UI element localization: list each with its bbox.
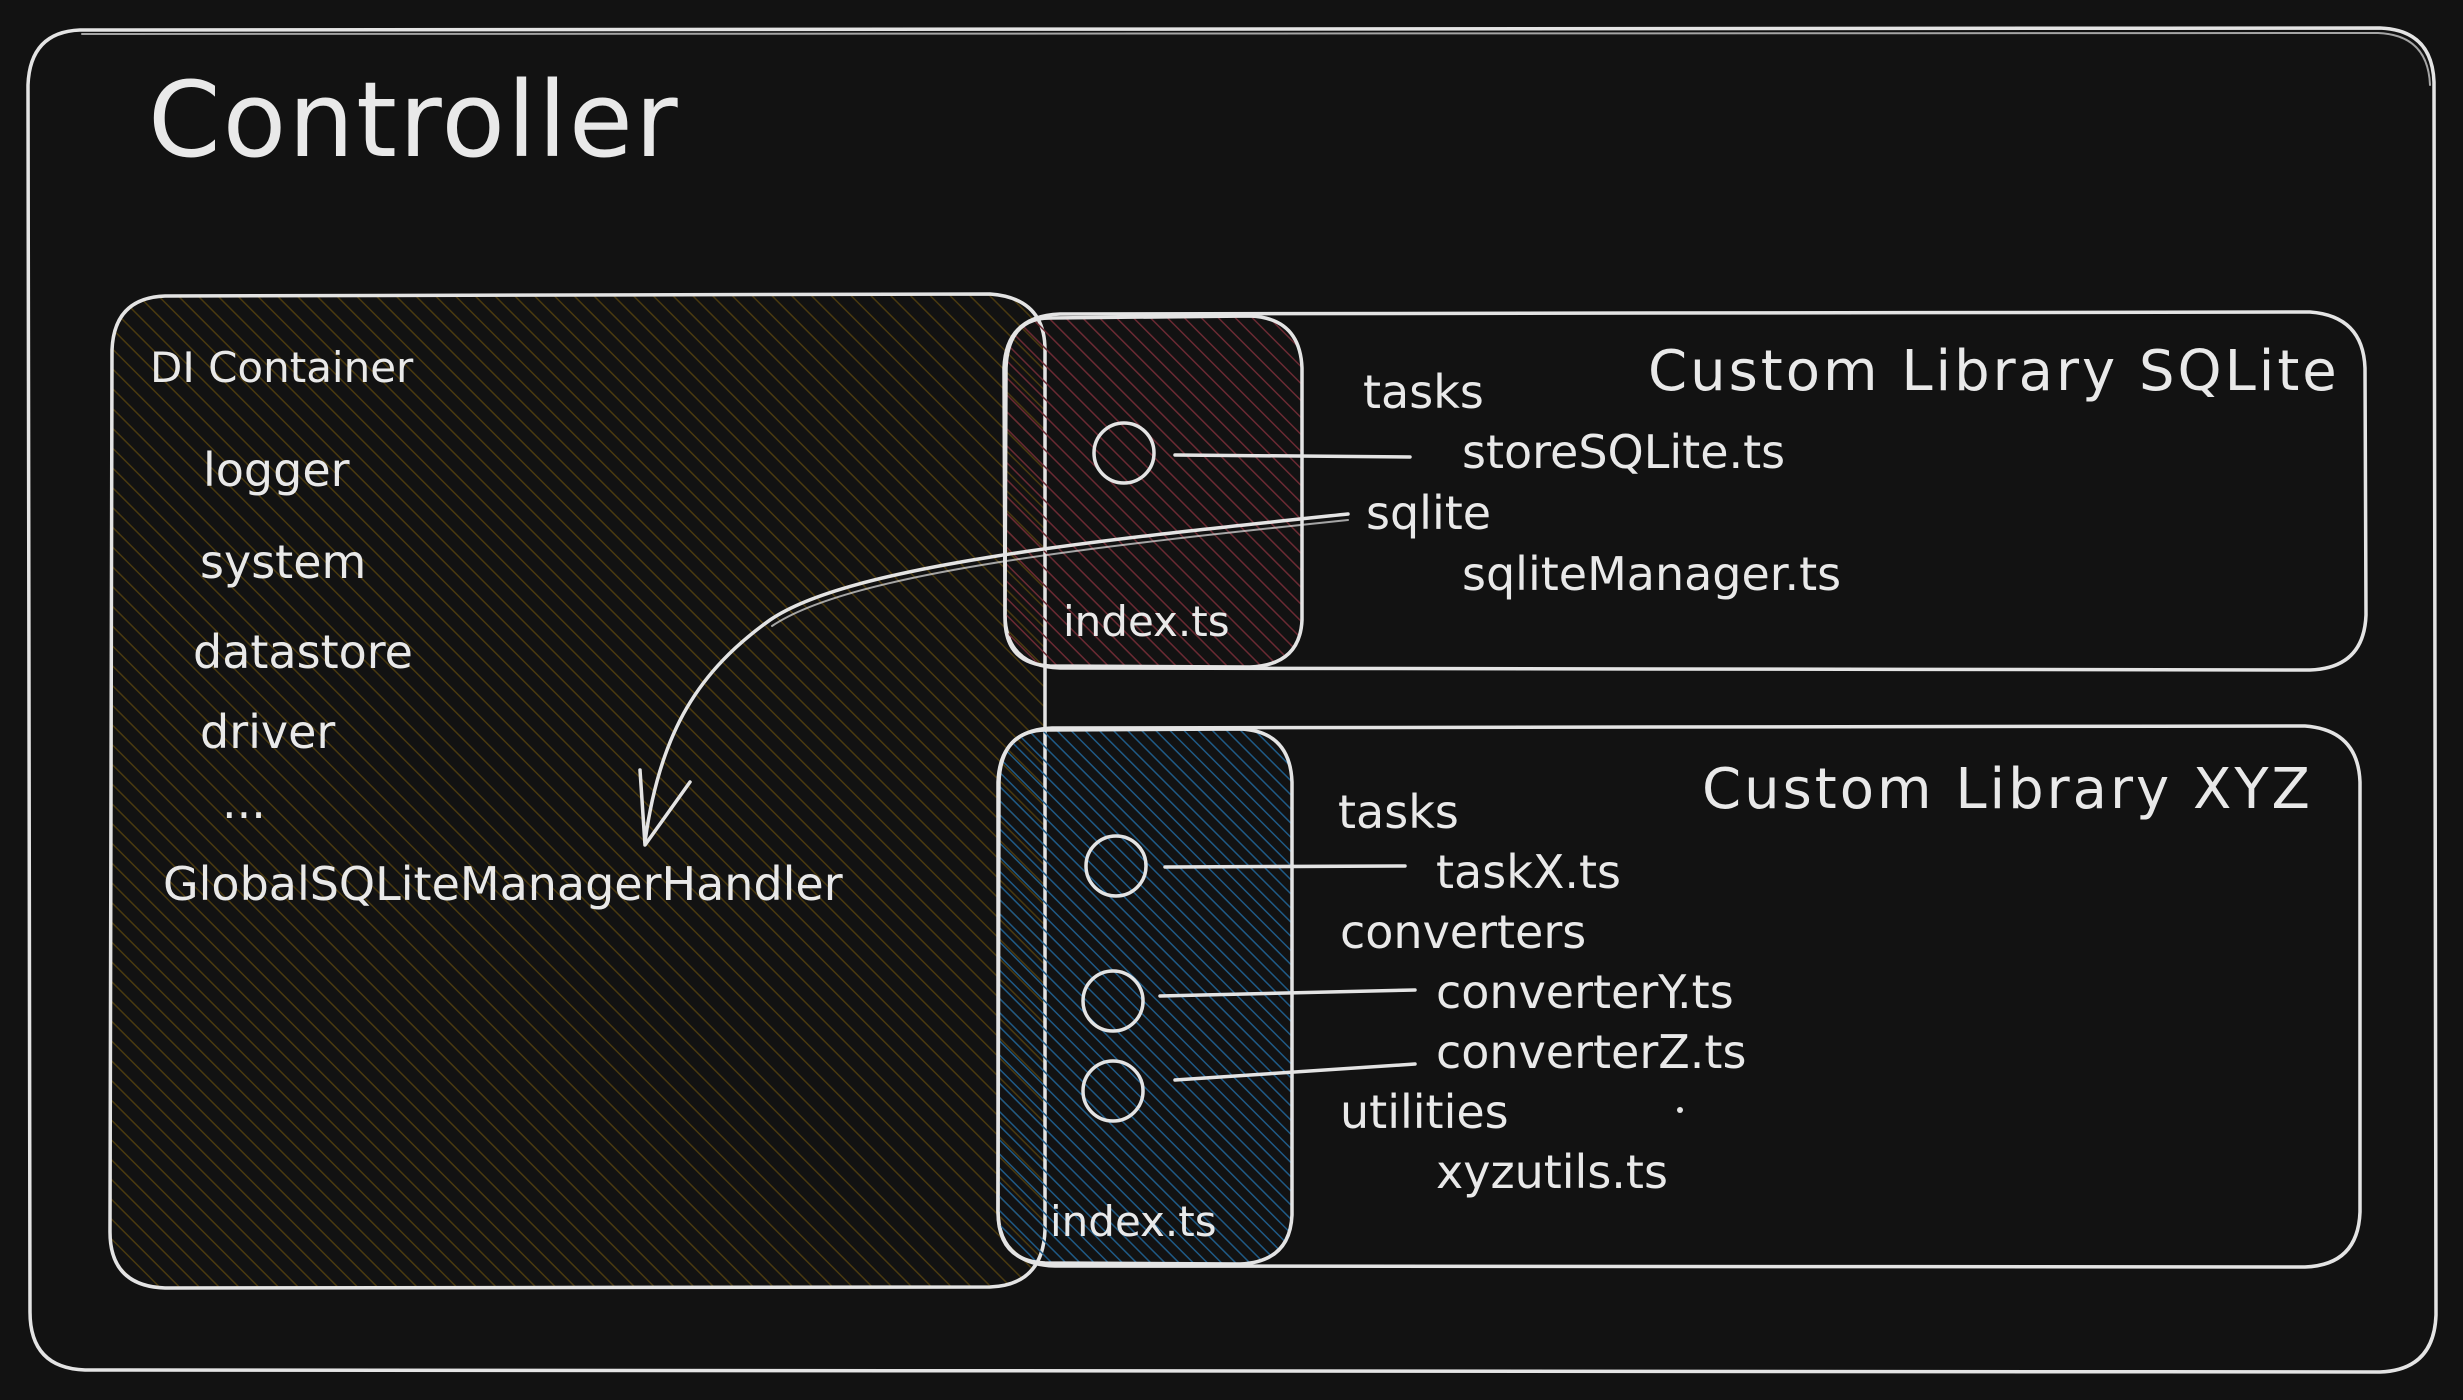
- di-item-driver: driver: [200, 705, 335, 759]
- xyz-export-connector-converterz: [1173, 1062, 1417, 1082]
- sqlite-export-connector: [1173, 453, 1412, 459]
- sqlite-tree-sqlite-manager: sqliteManager.ts: [1462, 547, 1841, 601]
- xyz-tree-convertery: converterY.ts: [1436, 965, 1734, 1019]
- xyz-export-connector-taskx: [1163, 864, 1407, 869]
- di-item-ellipsis: ...: [222, 775, 266, 829]
- xyz-tree-converterz: converterZ.ts: [1436, 1025, 1746, 1079]
- xyz-export-node-taskx-icon: [1084, 834, 1148, 898]
- sqlite-tree-sqlite: sqlite: [1366, 486, 1491, 540]
- library-sqlite-title: Custom Library SQLite: [1648, 339, 2340, 404]
- sqlite-tree-tasks: tasks: [1363, 365, 1484, 419]
- di-item-system: system: [200, 535, 366, 589]
- xyz-tree-xyzutils: xyzutils.ts: [1436, 1145, 1668, 1199]
- library-xyz-index-box: [996, 727, 1294, 1266]
- di-item-datastore: datastore: [193, 625, 413, 679]
- xyz-tree-tasks: tasks: [1338, 785, 1459, 839]
- sqlite-export-node-icon: [1092, 421, 1156, 485]
- di-container-title: DI Container: [150, 343, 414, 392]
- xyz-export-connector-convertery: [1158, 988, 1417, 998]
- controller-title: Controller: [148, 59, 680, 181]
- library-sqlite-index-box: [1003, 314, 1304, 669]
- stray-dot-mark: [1677, 1107, 1683, 1113]
- xyz-export-node-convertery-icon: [1081, 969, 1145, 1033]
- di-item-logger: logger: [203, 443, 350, 497]
- xyz-export-node-converterz-icon: [1081, 1059, 1145, 1123]
- xyz-tree-utilities: utilities: [1340, 1085, 1509, 1139]
- xyz-tree-taskx: taskX.ts: [1436, 845, 1621, 899]
- controller-frame: [26, 26, 2438, 1374]
- di-item-global-sqlite-manager-handler: GlobalSQLiteManagerHandler: [163, 857, 843, 911]
- sqlite-to-handler-arrow: [638, 512, 1350, 847]
- library-xyz-index-label: index.ts: [1050, 1197, 1217, 1246]
- sqlite-tree-store-sqlite: storeSQLite.ts: [1462, 425, 1785, 479]
- library-sqlite-index-label: index.ts: [1063, 597, 1230, 646]
- xyz-tree-converters: converters: [1340, 905, 1586, 959]
- library-xyz-title: Custom Library XYZ: [1702, 757, 2313, 822]
